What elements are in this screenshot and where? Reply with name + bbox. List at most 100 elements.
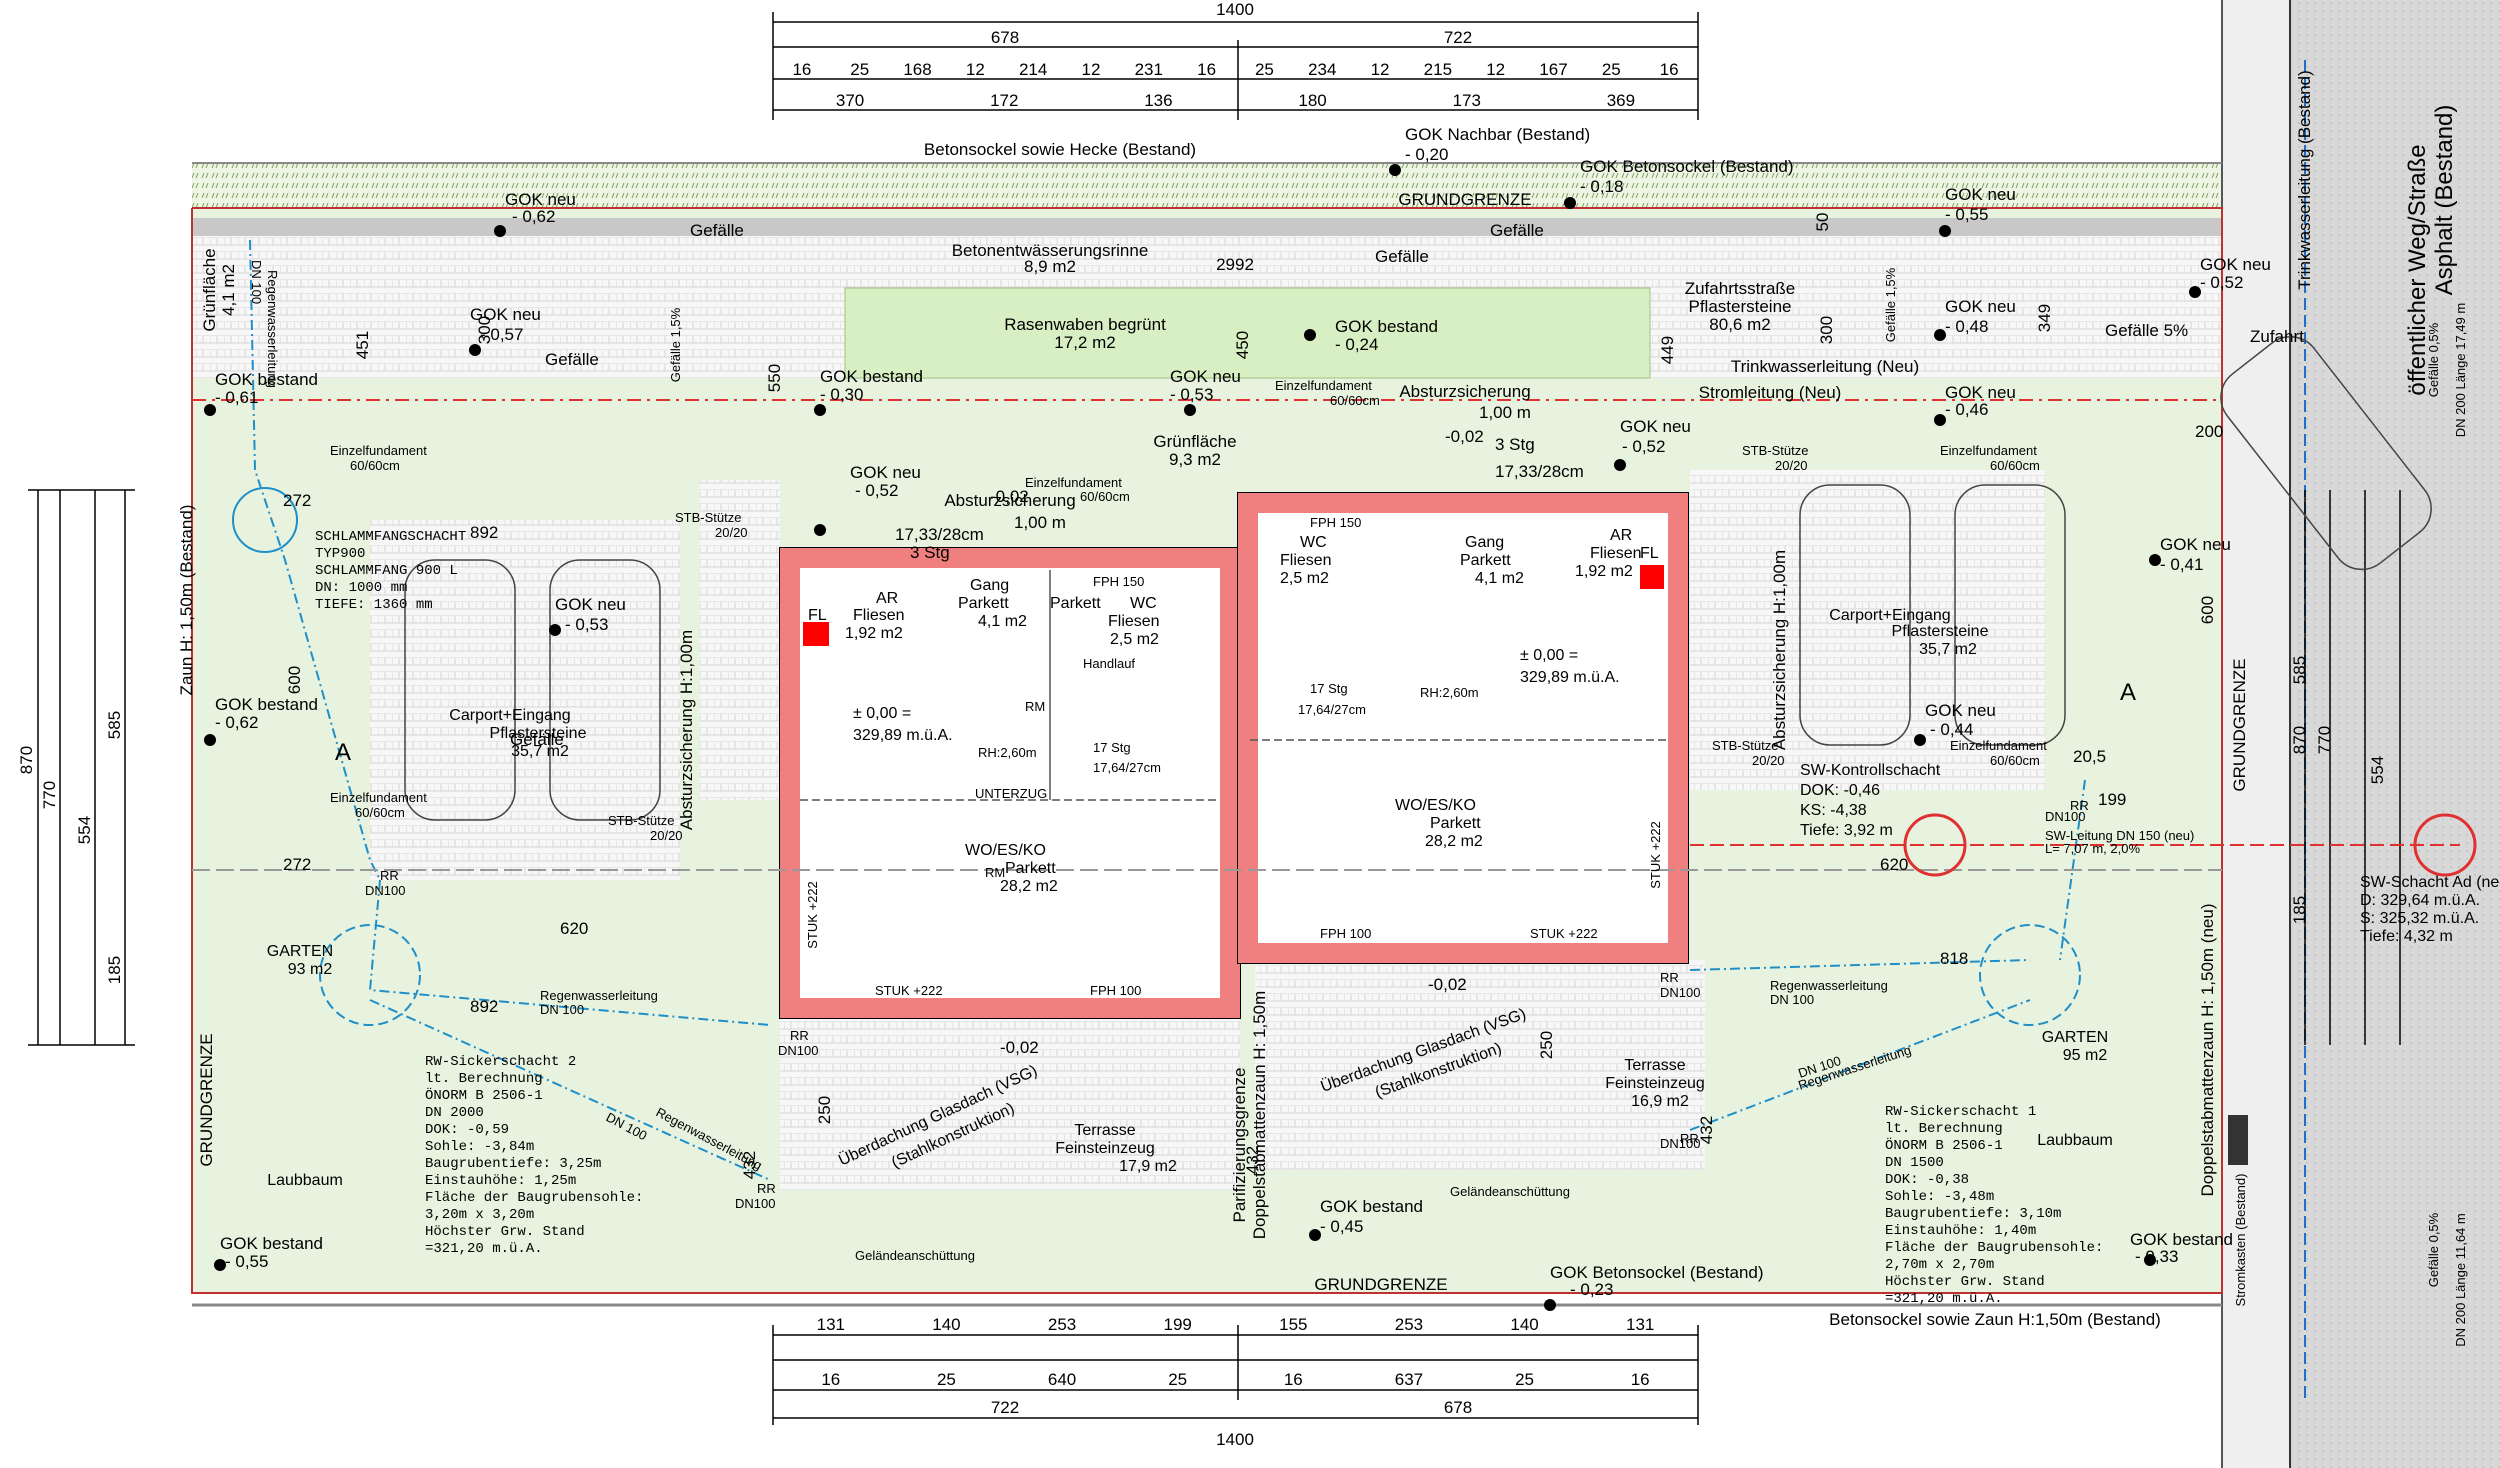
car-icon (2220, 336, 2432, 571)
label-terrasse-left: Terrasse (1074, 1122, 1135, 1139)
car-icon (404, 559, 516, 821)
label-trinkwasser: Trinkwasserleitung (Neu) (1731, 357, 1919, 376)
dim-205: 20,5 (2073, 747, 2106, 766)
label-gok-betonsockel-b: GOK Betonsockel (Bestand) (1550, 1263, 1764, 1282)
label-stb-1: STB-Stütze (675, 510, 741, 525)
dim-300-right: 300 (1817, 316, 1836, 344)
label-gruenflaeche-center: Grünfläche (1153, 432, 1236, 451)
room-r-wo-area: 28,2 m2 (1425, 833, 1483, 850)
label-gok-betonsockel-val: - 0,18 (1580, 177, 1623, 196)
label-gefaelle-top-center: Gefälle (1375, 247, 1429, 266)
gok-label-18-val: - 0,45 (1320, 1217, 1363, 1236)
label-carport-left-pflaster: Pflastersteine (490, 725, 587, 742)
gok-label-3: GOK neu (470, 305, 541, 324)
terrace-right (1255, 960, 1705, 1170)
gok-label-5-val: - 0,53 (1170, 385, 1213, 404)
label-rr-3: RR (757, 1181, 776, 1196)
label-parifiz: Parifizierungsgrenze (1230, 1068, 1249, 1223)
dim-chain-top (772, 12, 1699, 120)
rw-info-line: DN 1500 (1885, 1155, 1944, 1171)
rw-info-line: Höchster Grw. Stand (1885, 1274, 2045, 1290)
room-l-level2: 329,89 m.ü.A. (853, 727, 953, 744)
label-stb-3-size: 20/20 (1775, 458, 1808, 473)
label-garten-left-area: 93 m2 (288, 961, 333, 978)
dim-432-center: 432 (1243, 1146, 1262, 1174)
rw-info-line: =321,20 m.ü.A. (425, 1241, 543, 1257)
road-dn-2: DN 200 Länge 11,64 m (2453, 1213, 2468, 1346)
label-stg-left: 3 Stg (910, 543, 950, 562)
label-gefaelle-15-left: Gefälle 1,5% (668, 307, 683, 382)
dim-272-bottom: 272 (283, 855, 311, 874)
rw-info-line: =321,20 m.ü.A. (1885, 1291, 2003, 1307)
section-marker-right: A (2120, 679, 2136, 706)
room-r-gang: Gang (1465, 534, 1504, 551)
gok-label-19-val: - 0,33 (2135, 1247, 2178, 1266)
gok-label-6: GOK bestand (1335, 317, 1438, 336)
room-l-rm-1: RM (1025, 699, 1045, 714)
label-garten-right-area: 95 m2 (2063, 1047, 2108, 1064)
label-bottom-fence: Betonsockel sowie Zaun H:1,50m (Bestand) (1829, 1310, 2161, 1329)
dim-620-left: 620 (560, 919, 588, 938)
label-stb-4: STB-Stütze (1712, 738, 1778, 753)
road-curb (2222, 0, 2290, 1468)
label-gefaelle-15-right: Gefälle 1,5% (1883, 267, 1898, 342)
dim-449: 449 (1658, 336, 1677, 364)
label-einzelfund-6: Einzelfundament (1950, 738, 2047, 753)
dim-label: 215 (1424, 60, 1452, 79)
cars (404, 336, 2432, 821)
gok-label-17: GOK bestand (220, 1234, 323, 1253)
rw-info-line: ÖNORM B 2506-1 (425, 1086, 543, 1104)
dim-right-585: 585 (2290, 656, 2309, 684)
dim-label: 168 (903, 60, 931, 79)
stairs-right (1690, 470, 1770, 790)
dim-left-554: 554 (75, 816, 94, 844)
dim-total-top: 1400 (1216, 0, 1254, 19)
dim-label: 234 (1308, 60, 1336, 79)
label-absturz-right: Absturzsicherung (1399, 382, 1530, 401)
label-carport-right-area: 35,7 m2 (1919, 641, 1977, 658)
label-terrasse-left-area: 17,9 m2 (1119, 1158, 1177, 1175)
dim-600-left: 600 (285, 666, 304, 694)
label-zaun-center: Doppelstabmattenzaun H: 1,50m (1250, 991, 1269, 1240)
house-left (779, 547, 1241, 1019)
label-einzelfund-1: Einzelfundament (330, 443, 427, 458)
label-carport-right: Carport+Eingang (1829, 607, 1950, 624)
dim-label: 369 (1607, 91, 1635, 110)
dim-label: 131 (817, 1315, 845, 1334)
dim-250-right: 250 (1537, 1031, 1556, 1059)
label-rr-5: RR (2070, 798, 2089, 813)
label-stb-2: STB-Stütze (608, 813, 674, 828)
dim-300-left: 300 (475, 316, 494, 344)
gok-label-7: GOK neu (1620, 417, 1691, 436)
room-l-gang-area: 4,1 m2 (978, 613, 1027, 630)
elevation-marker-icon (549, 624, 561, 636)
rw-info-line: RW-Sickerschacht 1 (1885, 1104, 2036, 1120)
dim-620-right: 620 (1880, 855, 1908, 874)
label-absturz-h-right: Absturzsicherung H:1,00m (1770, 550, 1789, 750)
label-grundgrenze-left: GRUNDGRENZE (197, 1033, 216, 1166)
label-gruenflaeche-left: Grünfläche (200, 248, 219, 331)
label-grundgrenze-right: GRUNDGRENZE (2230, 658, 2249, 791)
label-zaun-left: Zaun H: 1,50m (Bestand) (177, 505, 196, 696)
elevation-marker-icon (1939, 225, 1951, 237)
label-gok-nachbar-val: - 0,20 (1405, 145, 1448, 164)
label-dn100-5: DN100 (2045, 809, 2085, 824)
room-l-stg: 17 Stg (1093, 740, 1131, 755)
room-r-stuk-s: STUK +222 (1648, 821, 1663, 889)
gok-label-15: GOK neu (555, 595, 626, 614)
label-schlamm-tiefe: TIEFE: 1360 mm (315, 597, 433, 613)
label-stg-right: 3 Stg (1495, 435, 1535, 454)
dim-label: 180 (1298, 91, 1326, 110)
elevation-marker-icon (1544, 1299, 1556, 1311)
gok-label-11-val: - 0,46 (1945, 400, 1988, 419)
room-r-gang-area: 4,1 m2 (1475, 570, 1524, 587)
dim-top-left-half: 678 (991, 28, 1019, 47)
sw-kontrollschacht (1903, 813, 1967, 877)
label-stb-1-size: 20/20 (715, 525, 748, 540)
rw-info-line: lt. Berechnung (425, 1071, 543, 1087)
room-l-level: ± 0,00 = (853, 705, 911, 722)
dim-label: 231 (1135, 60, 1163, 79)
room-l-wo-area: 28,2 m2 (1000, 878, 1058, 895)
